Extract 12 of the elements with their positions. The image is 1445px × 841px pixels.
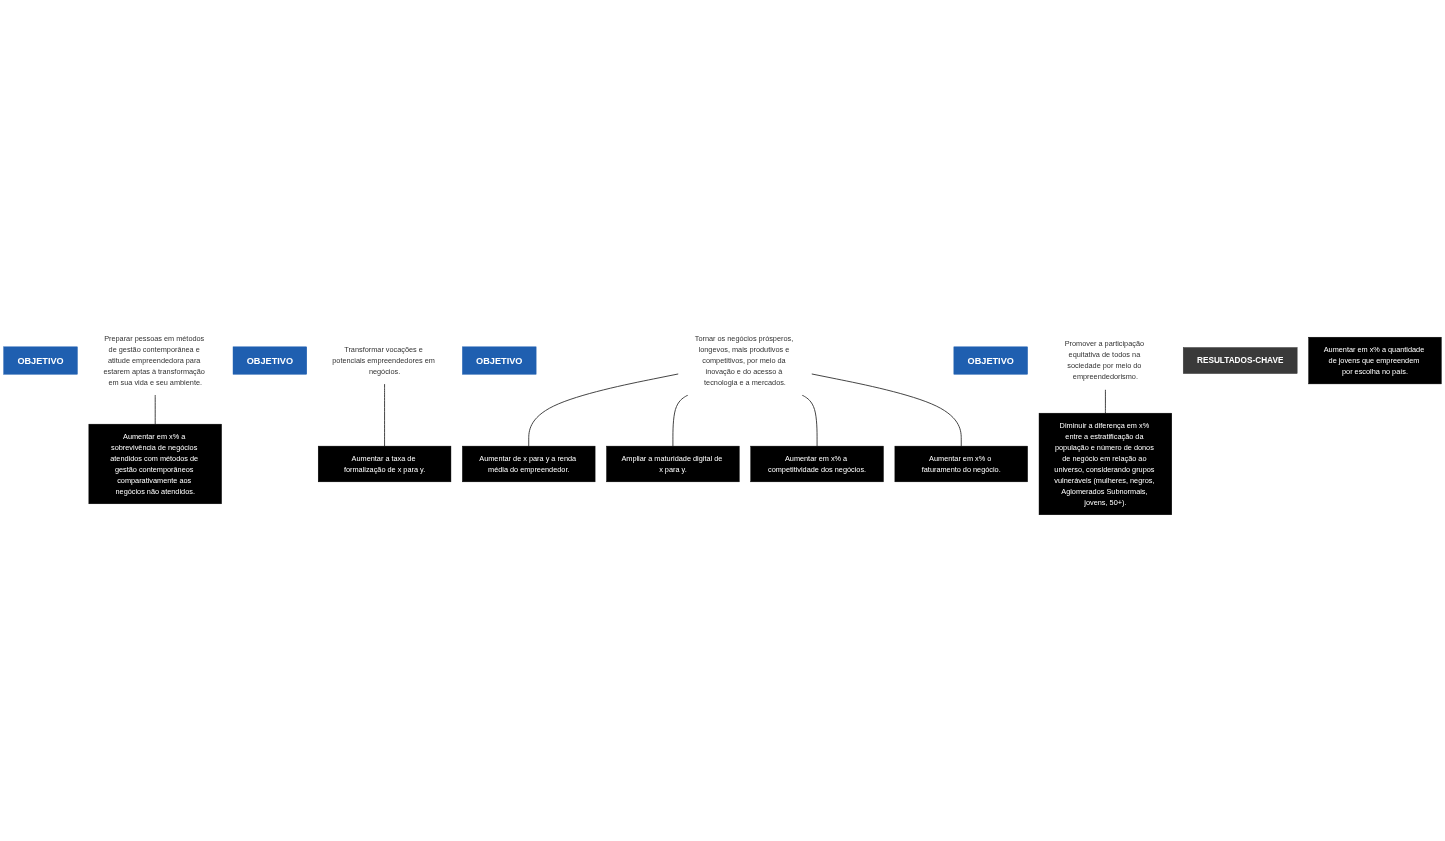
node-box: OBJETIVO — [462, 346, 537, 375]
node-box: OBJETIVO — [3, 346, 78, 375]
connector — [384, 383, 386, 447]
connector — [801, 394, 818, 447]
node-box: OBJETIVO — [232, 346, 307, 375]
connector — [672, 394, 689, 447]
connector — [1104, 388, 1106, 414]
connector — [810, 373, 962, 447]
connector — [528, 373, 680, 447]
node-box: RESULTADOS-CHAVE — [1183, 347, 1298, 374]
node-box: OBJETIVO — [953, 346, 1028, 375]
connector — [154, 394, 156, 425]
